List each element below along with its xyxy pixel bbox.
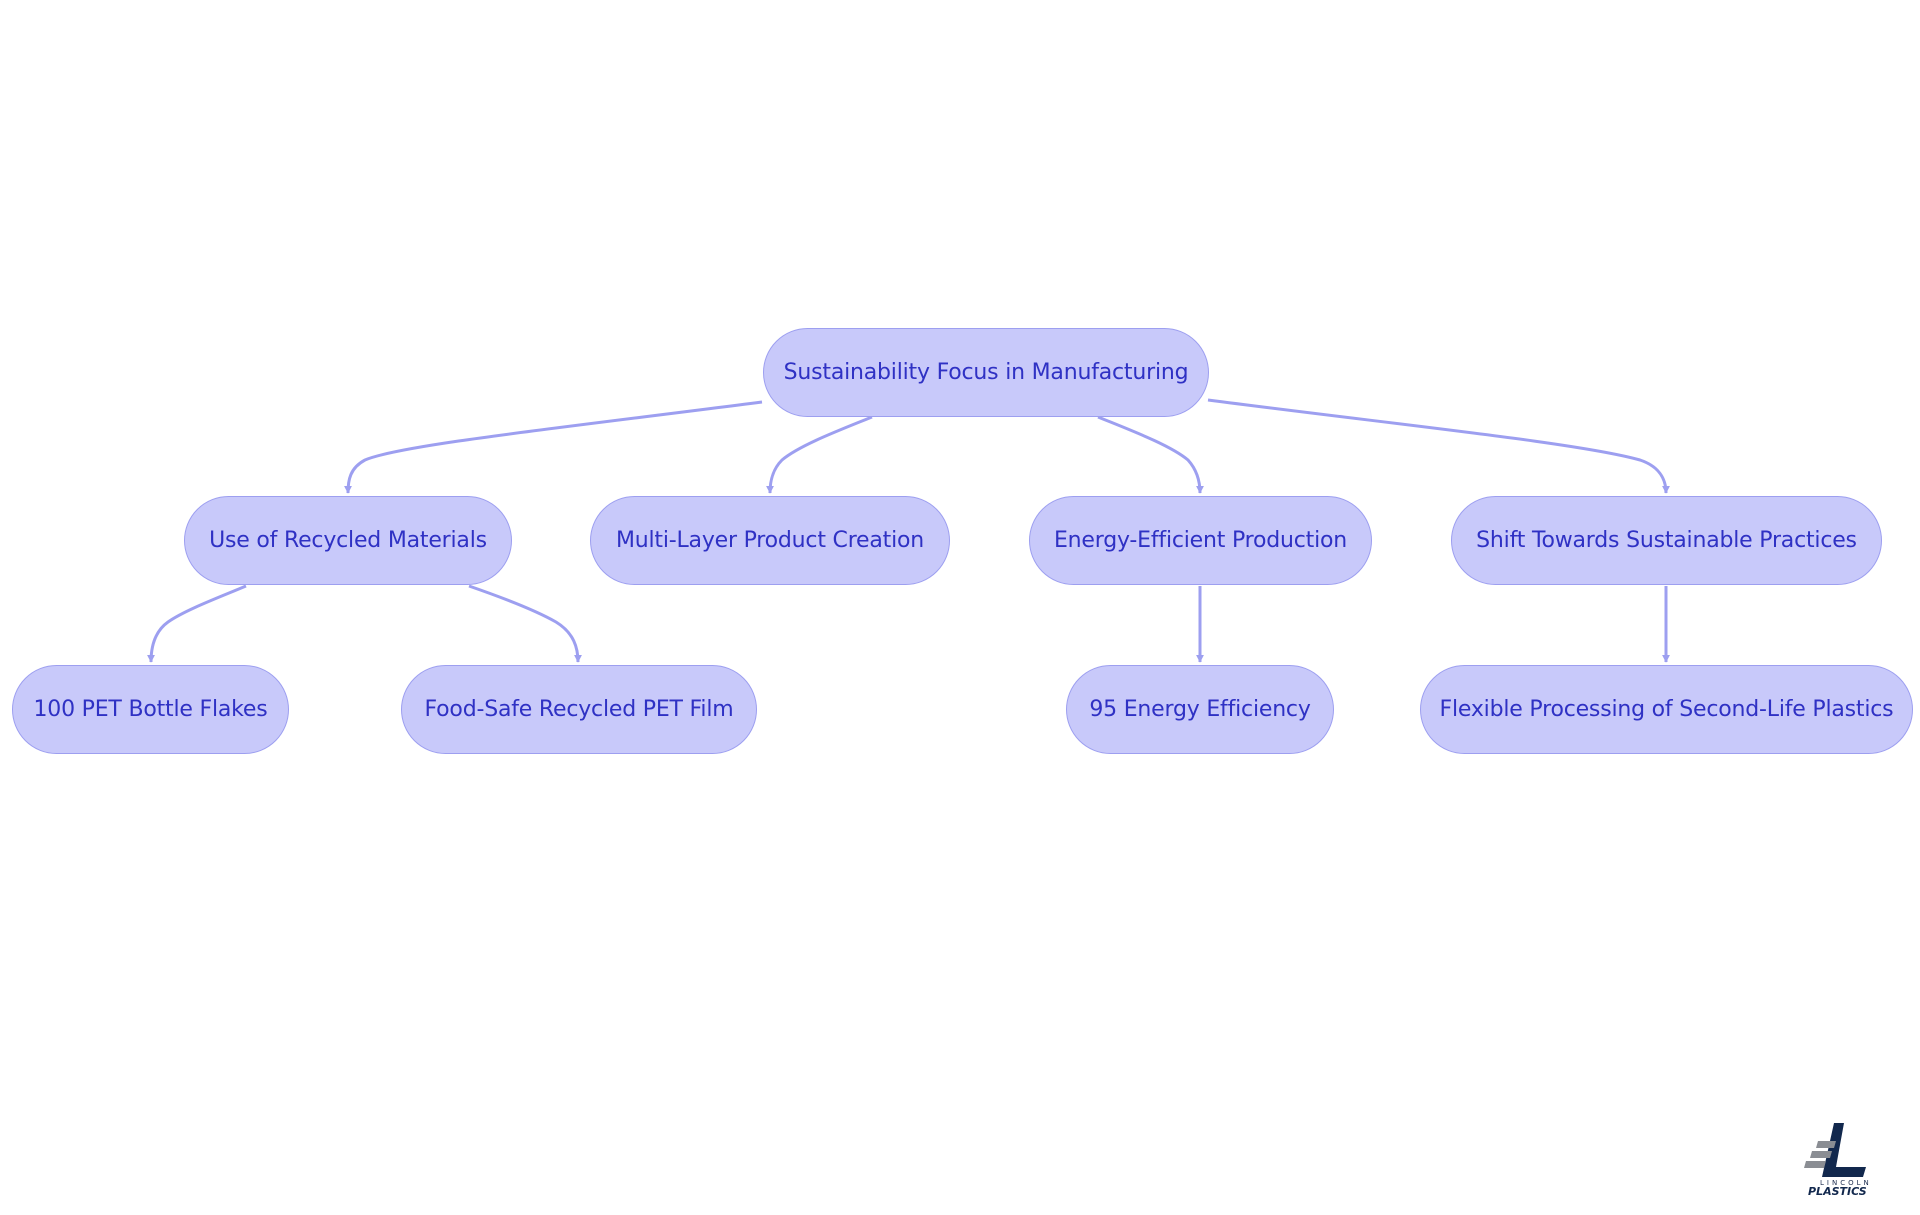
leaf-node-second-life-plastics: Flexible Processing of Second-Life Plast… bbox=[1420, 665, 1913, 754]
logo-text-plastics: PLASTICS bbox=[1808, 1185, 1867, 1196]
leaf-node-pet-bottle-flakes: 100 PET Bottle Flakes bbox=[12, 665, 289, 754]
leaf-node-recycled-pet-film: Food-Safe Recycled PET Film bbox=[401, 665, 757, 754]
branch-node-multi-layer: Multi-Layer Product Creation bbox=[590, 496, 950, 585]
branch-node-recycled-materials: Use of Recycled Materials bbox=[184, 496, 512, 585]
leaf-node-energy-efficiency: 95 Energy Efficiency bbox=[1066, 665, 1334, 754]
logo-stripe-2 bbox=[1810, 1151, 1832, 1158]
leaf-node-label: 100 PET Bottle Flakes bbox=[33, 697, 268, 722]
branch-node-label: Use of Recycled Materials bbox=[209, 528, 487, 553]
edge-recycled-to-pet-flakes bbox=[147, 584, 247, 663]
branch-node-energy-efficient: Energy-Efficient Production bbox=[1029, 496, 1372, 585]
branch-node-sustainable-practices: Shift Towards Sustainable Practices bbox=[1451, 496, 1882, 585]
leaf-node-label: Food-Safe Recycled PET Film bbox=[424, 697, 734, 722]
leaf-node-label: Flexible Processing of Second-Life Plast… bbox=[1439, 697, 1894, 722]
branch-node-label: Multi-Layer Product Creation bbox=[615, 528, 925, 553]
edge-root-to-shift bbox=[1207, 398, 1670, 494]
edge-root-to-recycled bbox=[344, 400, 763, 494]
logo-l-shape bbox=[1822, 1123, 1866, 1177]
branch-node-label: Energy-Efficient Production bbox=[1053, 528, 1348, 553]
root-node-label: Sustainability Focus in Manufacturing bbox=[783, 360, 1189, 385]
lincoln-plastics-logo: LINCOLN PLASTICS bbox=[1804, 1123, 1872, 1196]
edge-recycled-to-pet-film bbox=[468, 584, 582, 663]
edge-root-to-multilayer bbox=[766, 415, 873, 494]
branch-node-label: Shift Towards Sustainable Practices bbox=[1476, 528, 1857, 553]
leaf-node-label: 95 Energy Efficiency bbox=[1089, 697, 1311, 722]
edge-root-to-energy bbox=[1097, 415, 1204, 494]
logo-text-lincoln: LINCOLN bbox=[1820, 1179, 1872, 1187]
logo-stripe-1 bbox=[1816, 1141, 1836, 1148]
logo-stripe-3 bbox=[1804, 1161, 1826, 1168]
root-node: Sustainability Focus in Manufacturing bbox=[763, 328, 1209, 417]
